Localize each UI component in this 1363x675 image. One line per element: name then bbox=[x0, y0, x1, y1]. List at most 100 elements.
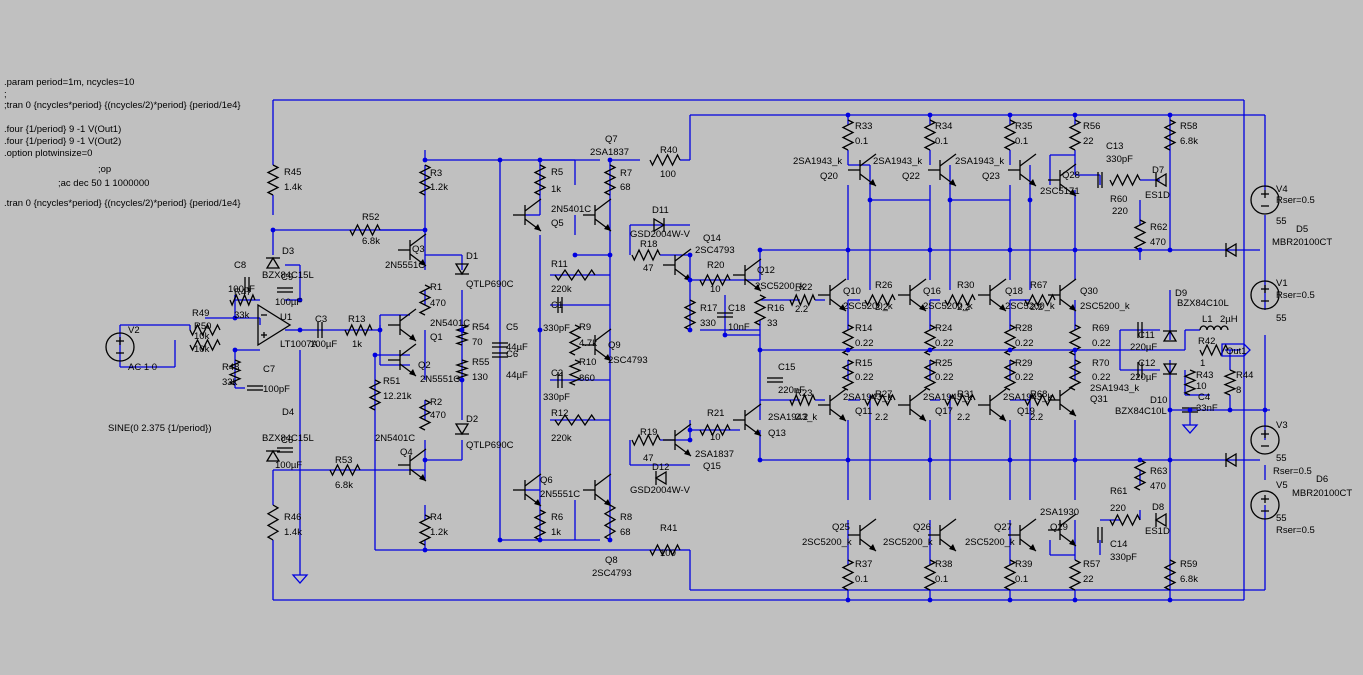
resistor-r17[interactable] bbox=[683, 299, 697, 331]
label-q8v[interactable]: 2SC4793 bbox=[592, 568, 632, 579]
label-q29n[interactable]: Q29 bbox=[1050, 522, 1068, 533]
label-q5n[interactable]: Q5 bbox=[551, 218, 564, 229]
label-r7v[interactable]: 68 bbox=[620, 182, 631, 193]
label-r22v[interactable]: 2.2 bbox=[795, 304, 808, 315]
label-r68v[interactable]: 2.2 bbox=[1030, 412, 1043, 423]
zener-d9[interactable] bbox=[1162, 329, 1178, 342]
label-q26v[interactable]: 2SC5200_k bbox=[883, 537, 933, 548]
label-r42v[interactable]: 1 bbox=[1200, 358, 1205, 369]
resistor-r58[interactable] bbox=[1163, 119, 1177, 151]
resistor-r46[interactable] bbox=[266, 504, 280, 541]
label-r21v[interactable]: 10 bbox=[710, 432, 721, 443]
label-r47n[interactable]: R47 bbox=[234, 287, 251, 298]
label-r11n[interactable]: R11 bbox=[551, 259, 568, 270]
label-r41n[interactable]: R41 bbox=[660, 523, 677, 534]
inductor-l1[interactable] bbox=[1199, 325, 1229, 331]
label-q27n[interactable]: Q27 bbox=[994, 522, 1012, 533]
label-r27v[interactable]: 2.2 bbox=[875, 412, 888, 423]
resistor-r25[interactable] bbox=[923, 359, 937, 391]
label-r25n[interactable]: R25 bbox=[935, 358, 952, 369]
cap-c5[interactable] bbox=[492, 342, 508, 348]
resistor-r48[interactable] bbox=[228, 359, 242, 386]
label-d6v[interactable]: MBR20100CT bbox=[1292, 488, 1352, 499]
source-v3[interactable] bbox=[1250, 425, 1280, 455]
label-q16v[interactable]: 2SC5200_k bbox=[923, 301, 973, 312]
source-v4[interactable] bbox=[1250, 185, 1280, 215]
resistor-r3[interactable] bbox=[418, 164, 432, 196]
label-r31v[interactable]: 2.2 bbox=[957, 412, 970, 423]
label-q14v[interactable]: 2SC4793 bbox=[695, 245, 735, 256]
label-q17v[interactable]: 2SA1943_k bbox=[923, 392, 972, 403]
label-v1v[interactable]: 55 bbox=[1276, 313, 1287, 324]
label-r4n[interactable]: R4 bbox=[430, 512, 442, 523]
diode-d6[interactable] bbox=[1224, 452, 1237, 468]
label-r53v[interactable]: 6.8k bbox=[335, 480, 353, 491]
label-c3v[interactable]: 100µF bbox=[310, 339, 337, 350]
resistor-r63[interactable] bbox=[1133, 459, 1147, 491]
label-d2n[interactable]: D2 bbox=[466, 414, 478, 425]
label-r11v[interactable]: 220k bbox=[551, 284, 572, 295]
label-q23v[interactable]: 2SA1943_k bbox=[955, 156, 1004, 167]
label-q20n[interactable]: Q20 bbox=[820, 171, 838, 182]
resistor-r12[interactable] bbox=[554, 413, 596, 427]
label-v1r[interactable]: Rser=0.5 bbox=[1276, 290, 1315, 301]
label-c18n[interactable]: C18 bbox=[728, 303, 745, 314]
label-c13n[interactable]: C13 bbox=[1106, 141, 1123, 152]
resistor-r67[interactable] bbox=[1024, 293, 1056, 307]
label-q28n[interactable]: Q28 bbox=[1062, 170, 1080, 181]
label-c5n[interactable]: C5 bbox=[506, 322, 518, 333]
label-r35v[interactable]: 0.1 bbox=[1015, 136, 1028, 147]
label-r10n[interactable]: R10 bbox=[579, 357, 596, 368]
cap-c13[interactable] bbox=[1097, 172, 1103, 188]
label-q22v[interactable]: 2SA1943_k bbox=[873, 156, 922, 167]
label-r60v[interactable]: 220 bbox=[1112, 206, 1128, 217]
label-r68n[interactable]: R68 bbox=[1030, 389, 1047, 400]
label-q7v[interactable]: 2SA1837 bbox=[590, 147, 629, 158]
label-c6bn[interactable]: C6 bbox=[506, 349, 518, 360]
resistor-r44[interactable] bbox=[1223, 369, 1237, 396]
label-v2n[interactable]: V2 bbox=[128, 325, 140, 336]
resistor-r7[interactable] bbox=[603, 164, 617, 196]
label-r56v[interactable]: 22 bbox=[1083, 136, 1094, 147]
label-r39v[interactable]: 0.1 bbox=[1015, 574, 1028, 585]
label-d11n[interactable]: D11 bbox=[652, 205, 669, 216]
label-r31n[interactable]: R31 bbox=[957, 389, 974, 400]
bjt-q29[interactable] bbox=[1048, 513, 1077, 547]
label-q26n[interactable]: Q26 bbox=[913, 522, 931, 533]
label-c15v[interactable]: 220nF bbox=[778, 385, 805, 396]
label-r70v[interactable]: 0.22 bbox=[1092, 372, 1111, 383]
resistor-r43[interactable] bbox=[1183, 369, 1197, 396]
bjt-q1[interactable] bbox=[388, 308, 417, 342]
resistor-r52[interactable] bbox=[349, 223, 381, 237]
label-r55v[interactable]: 130 bbox=[472, 372, 488, 383]
opamp-u1[interactable] bbox=[257, 303, 292, 347]
resistor-r68[interactable] bbox=[1024, 393, 1056, 407]
label-r60n[interactable]: R60 bbox=[1110, 194, 1127, 205]
label-r37n[interactable]: R37 bbox=[855, 559, 872, 570]
zener-d10[interactable] bbox=[1162, 363, 1178, 376]
bjt-q8[interactable] bbox=[583, 473, 612, 507]
label-q3v[interactable]: 2N5551C bbox=[385, 260, 425, 271]
directive-four-out1[interactable]: .four {1/period} 9 -1 V(Out1) bbox=[4, 124, 121, 135]
label-d1n[interactable]: D1 bbox=[466, 251, 478, 262]
resistor-r56[interactable] bbox=[1068, 119, 1082, 151]
label-r56n[interactable]: R56 bbox=[1083, 121, 1100, 132]
bjt-q26[interactable] bbox=[928, 518, 957, 552]
resistor-r55[interactable] bbox=[454, 359, 470, 381]
label-v5n[interactable]: V5 bbox=[1276, 480, 1288, 491]
label-q9v[interactable]: 2SC4793 bbox=[608, 355, 648, 366]
label-c6n[interactable]: C6 bbox=[281, 435, 293, 446]
resistor-r6[interactable] bbox=[533, 509, 547, 541]
resistor-r28[interactable] bbox=[1003, 324, 1017, 356]
cap-c18[interactable] bbox=[717, 312, 733, 318]
resistor-r2[interactable] bbox=[418, 399, 432, 431]
cap-c11[interactable] bbox=[1137, 322, 1143, 338]
label-r2n[interactable]: R2 bbox=[430, 397, 442, 408]
label-r33v[interactable]: 0.1 bbox=[855, 136, 868, 147]
label-r3n[interactable]: R3 bbox=[430, 168, 442, 179]
resistor-r39[interactable] bbox=[1003, 559, 1017, 591]
label-r7n[interactable]: R7 bbox=[620, 168, 632, 179]
label-c1n[interactable]: C1 bbox=[551, 300, 563, 311]
resistor-r4[interactable] bbox=[418, 514, 432, 546]
